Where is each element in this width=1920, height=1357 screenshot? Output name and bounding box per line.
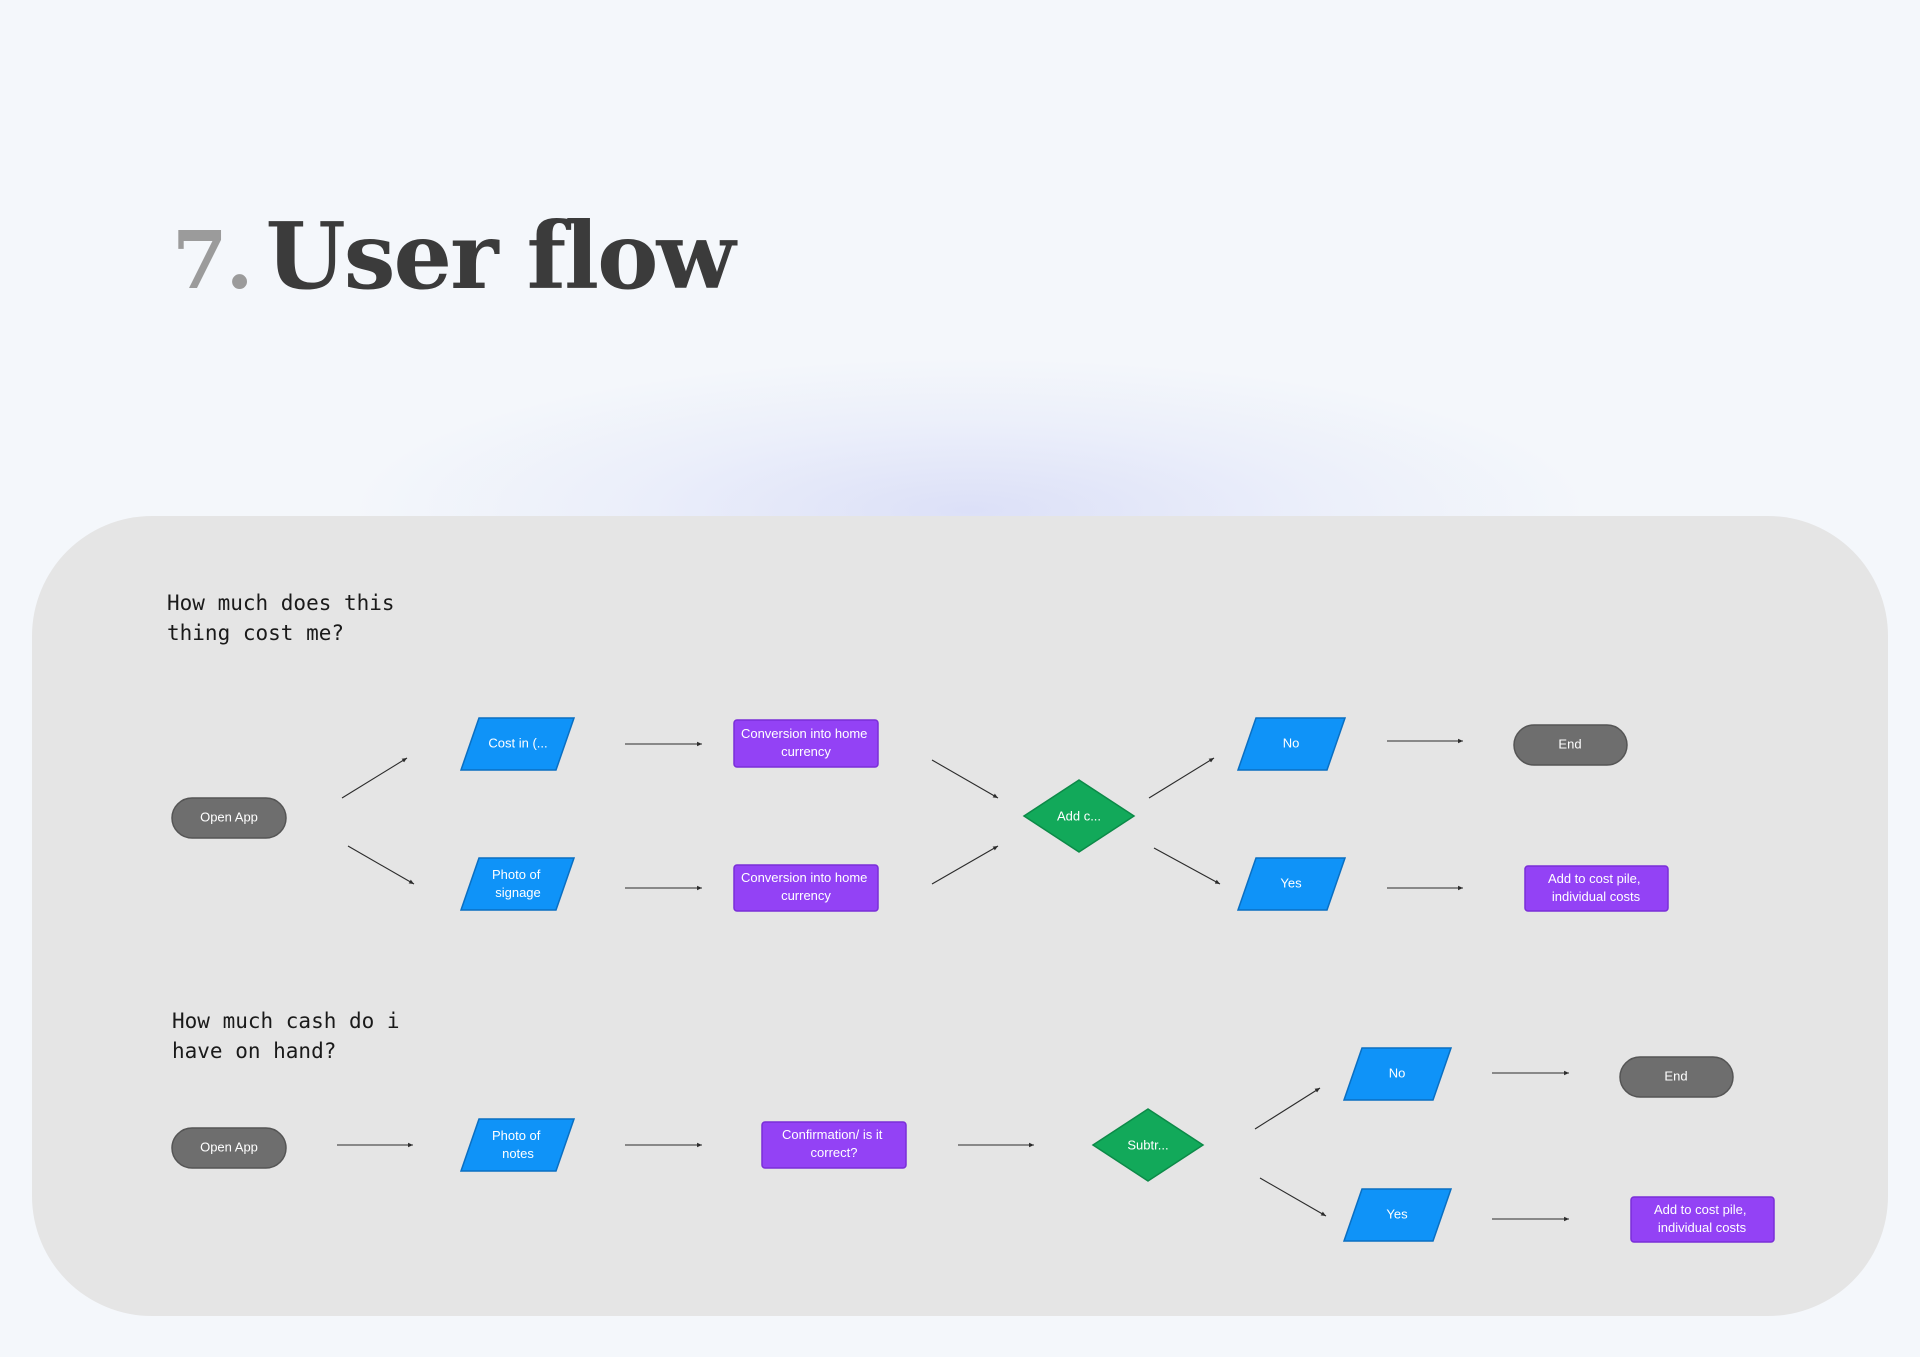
flow-2-open-app-node[interactable]: Open App: [171, 1127, 287, 1169]
flow-2-confirmation-line-1: Confirmation/ is it: [782, 1127, 883, 1142]
section-number: 7.: [172, 213, 254, 307]
flow-1-cost-in-node[interactable]: Cost in (...: [459, 717, 576, 771]
flow-2-photo-notes-label: Photo of notes: [492, 1128, 544, 1161]
flow-1-question: How much does this thing cost me?: [167, 591, 407, 645]
flow-1-add-cost-line-2: individual costs: [1552, 889, 1641, 904]
flow-2-question-line-2: have on hand?: [172, 1039, 336, 1063]
flow-1-cost-in-label: Cost in (...: [488, 735, 547, 750]
flow-2: How much cash do i have on hand? Open Ap…: [171, 1009, 1775, 1243]
flow-1-photo-signage-line-1: Photo of: [492, 867, 541, 882]
flow-2-no-label: No: [1389, 1065, 1406, 1080]
flow-1-question-line-2: thing cost me?: [167, 621, 344, 645]
flow-2-open-app-label: Open App: [200, 1139, 258, 1154]
flow-1-add-cost-label: Add to cost pile, individual costs: [1548, 871, 1644, 904]
flow-2-yes-node[interactable]: Yes: [1342, 1188, 1453, 1242]
flow-2-add-cost-label: Add to cost pile, individual costs: [1654, 1202, 1750, 1235]
flow-2-add-cost-line-1: Add to cost pile,: [1654, 1202, 1747, 1217]
flow-2-edge-decision-to-yes: [1259, 1177, 1327, 1217]
flow-1-conversion-top-line-1: Conversion into home: [741, 726, 867, 741]
flow-1-decision-node[interactable]: Add c...: [1022, 779, 1136, 853]
flow-1-photo-signage-line-2: signage: [495, 885, 541, 900]
flow-2-decision-node[interactable]: Subtr...: [1091, 1108, 1205, 1182]
flow-1-conversion-bottom-label: Conversion into home currency: [741, 870, 871, 903]
flow-1-add-cost-node[interactable]: Add to cost pile, individual costs: [1524, 865, 1669, 912]
flow-1-conversion-bottom-line-1: Conversion into home: [741, 870, 867, 885]
flow-1-question-line-1: How much does this: [167, 591, 395, 615]
flow-2-confirmation-node[interactable]: Confirmation/ is it correct?: [761, 1121, 907, 1169]
flow-1-end-label: End: [1558, 736, 1581, 751]
flow-1-edge-conversion-bottom-to-decision: [931, 845, 999, 885]
flow-1-photo-signage-label: Photo of signage: [492, 867, 544, 900]
flow-2-photo-notes-line-2: notes: [502, 1146, 534, 1161]
flow-1-open-app-node[interactable]: Open App: [171, 797, 287, 839]
section-title: User flow: [265, 202, 736, 310]
flow-1-end-node[interactable]: End: [1513, 724, 1628, 766]
flow-2-confirmation-label: Confirmation/ is it correct?: [782, 1127, 886, 1160]
flow-2-end-node[interactable]: End: [1619, 1056, 1734, 1098]
flow-1-yes-label: Yes: [1280, 875, 1302, 890]
flow-1-decision-label: Add c...: [1057, 808, 1101, 823]
flow-2-yes-label: Yes: [1386, 1206, 1408, 1221]
flow-1-edge-conversion-top-to-decision: [931, 759, 999, 799]
flow-1-conversion-top-node[interactable]: Conversion into home currency: [733, 719, 879, 768]
flow-1-conversion-bottom-line-2: currency: [781, 888, 831, 903]
flow-1-edge-open-to-cost: [341, 757, 408, 799]
flow-1-add-cost-line-1: Add to cost pile,: [1548, 871, 1641, 886]
flow-2-add-cost-line-2: individual costs: [1658, 1220, 1747, 1235]
flow-2-question-line-1: How much cash do i: [172, 1009, 400, 1033]
flow-1-no-node[interactable]: No: [1236, 717, 1347, 771]
flow-1-no-label: No: [1283, 735, 1300, 750]
flow-2-add-cost-node[interactable]: Add to cost pile, individual costs: [1630, 1196, 1775, 1243]
flow-2-edge-decision-to-no: [1254, 1087, 1321, 1130]
flow-2-photo-notes-node[interactable]: Photo of notes: [459, 1118, 576, 1172]
flow-1-edge-decision-to-yes: [1153, 847, 1221, 885]
flow-1-yes-node[interactable]: Yes: [1236, 857, 1347, 911]
flow-1-conversion-top-label: Conversion into home currency: [741, 726, 871, 759]
flow-1-conversion-bottom-node[interactable]: Conversion into home currency: [733, 864, 879, 912]
flow-2-confirmation-line-2: correct?: [811, 1145, 858, 1160]
flow-1-open-app-label: Open App: [200, 809, 258, 824]
flow-1: How much does this thing cost me? Open A…: [167, 591, 1669, 912]
flow-1-edge-decision-to-no: [1148, 757, 1215, 799]
flow-1-conversion-top-line-2: currency: [781, 744, 831, 759]
page-title: 7.User flow: [172, 210, 736, 302]
flow-2-decision-label: Subtr...: [1127, 1137, 1168, 1152]
flow-2-end-label: End: [1664, 1068, 1687, 1083]
flowchart-panel: [32, 516, 1888, 1316]
flow-1-edge-open-to-photo: [347, 845, 415, 885]
flow-2-no-node[interactable]: No: [1342, 1047, 1453, 1101]
flow-2-question: How much cash do i have on hand?: [172, 1009, 412, 1063]
flow-1-photo-signage-node[interactable]: Photo of signage: [459, 857, 576, 911]
flow-2-photo-notes-line-1: Photo of: [492, 1128, 541, 1143]
